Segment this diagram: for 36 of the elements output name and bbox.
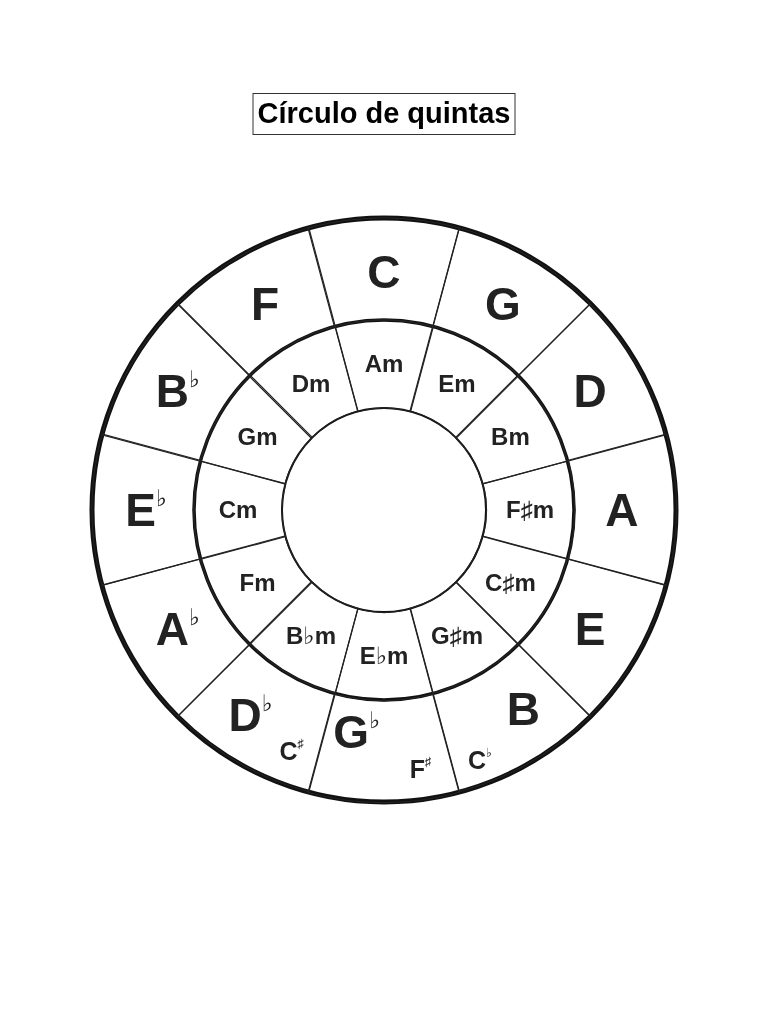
minor-key-name: Cm: [218, 498, 258, 522]
major-key-name: A$^{♭}$: [155, 605, 200, 653]
major-key-name: A: [605, 487, 639, 533]
minor-key-name: Bm: [491, 425, 530, 449]
enharmonic-key-name: C$^{♯}$: [279, 738, 304, 764]
major-key-name: G: [485, 280, 521, 327]
title: Círculo de quintas: [252, 93, 516, 135]
major-key-sector: [92, 434, 201, 586]
minor-key-name: Gm: [237, 425, 278, 449]
major-key-sector: [308, 693, 460, 802]
major-key-sector: [567, 434, 676, 586]
major-key-name: D: [573, 368, 607, 414]
enharmonic-key-name: F$^{♯}$: [409, 756, 432, 783]
major-key-name: F: [250, 280, 280, 327]
minor-key-name: C♯m: [485, 571, 536, 595]
major-key-sector: [177, 644, 335, 793]
major-key-name: B$^{♭}$: [155, 367, 200, 415]
minor-key-name: Em: [438, 371, 476, 396]
minor-key-name: Am: [364, 352, 404, 376]
enharmonic-key-name: C$^{♭}$: [468, 747, 492, 773]
major-key-name: G$^{♭}$: [333, 708, 380, 756]
minor-key-name: E♭m: [359, 644, 409, 668]
major-key-name: D$^{♭}$: [228, 692, 273, 739]
minor-key-name: Fm: [239, 571, 276, 595]
major-key-sector: [308, 218, 460, 327]
minor-key-sector: [482, 460, 574, 560]
major-key-sector: [433, 227, 591, 376]
minor-key-sector: [334, 608, 434, 700]
minor-key-name: F♯m: [506, 498, 554, 522]
major-key-name: B: [506, 686, 540, 733]
major-key-name: E: [574, 606, 606, 652]
major-key-name: C: [367, 249, 401, 295]
minor-key-name: B♭m: [286, 624, 336, 649]
major-key-name: E$^{♭}$: [125, 486, 167, 534]
minor-key-name: Dm: [291, 371, 331, 396]
minor-key-name: G♯m: [431, 624, 483, 649]
